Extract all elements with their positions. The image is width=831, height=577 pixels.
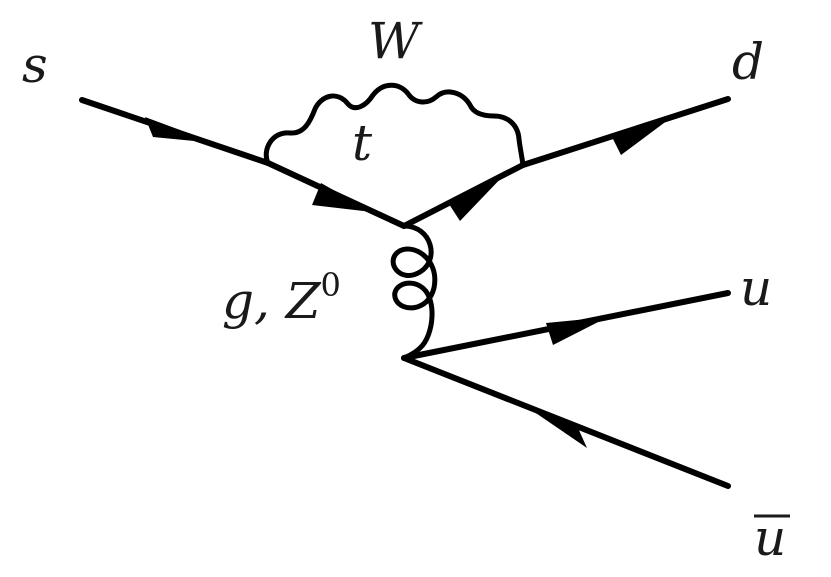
d-quark-arrow (611, 117, 672, 155)
ubar-quark-line (401, 355, 731, 489)
label-ubar: u (754, 509, 786, 567)
w-boson-line (263, 82, 526, 168)
u-quark-arrow (546, 317, 608, 345)
internal-quark-arrow-1 (312, 183, 372, 212)
label-u: u (740, 259, 772, 317)
label-t: t (352, 114, 373, 172)
label-gz-main: g, Z (222, 272, 322, 330)
label-d: d (732, 33, 764, 91)
ubar-quark-arrow (527, 407, 587, 448)
gluon-z-line (390, 223, 438, 361)
label-gz-sup: 0 (321, 266, 341, 304)
s-quark-arrow (145, 117, 215, 143)
label-gz: g, Z0 (222, 266, 341, 330)
label-s: s (22, 36, 48, 94)
label-w: W (368, 12, 423, 70)
internal-quark-arrow-2 (447, 174, 505, 221)
